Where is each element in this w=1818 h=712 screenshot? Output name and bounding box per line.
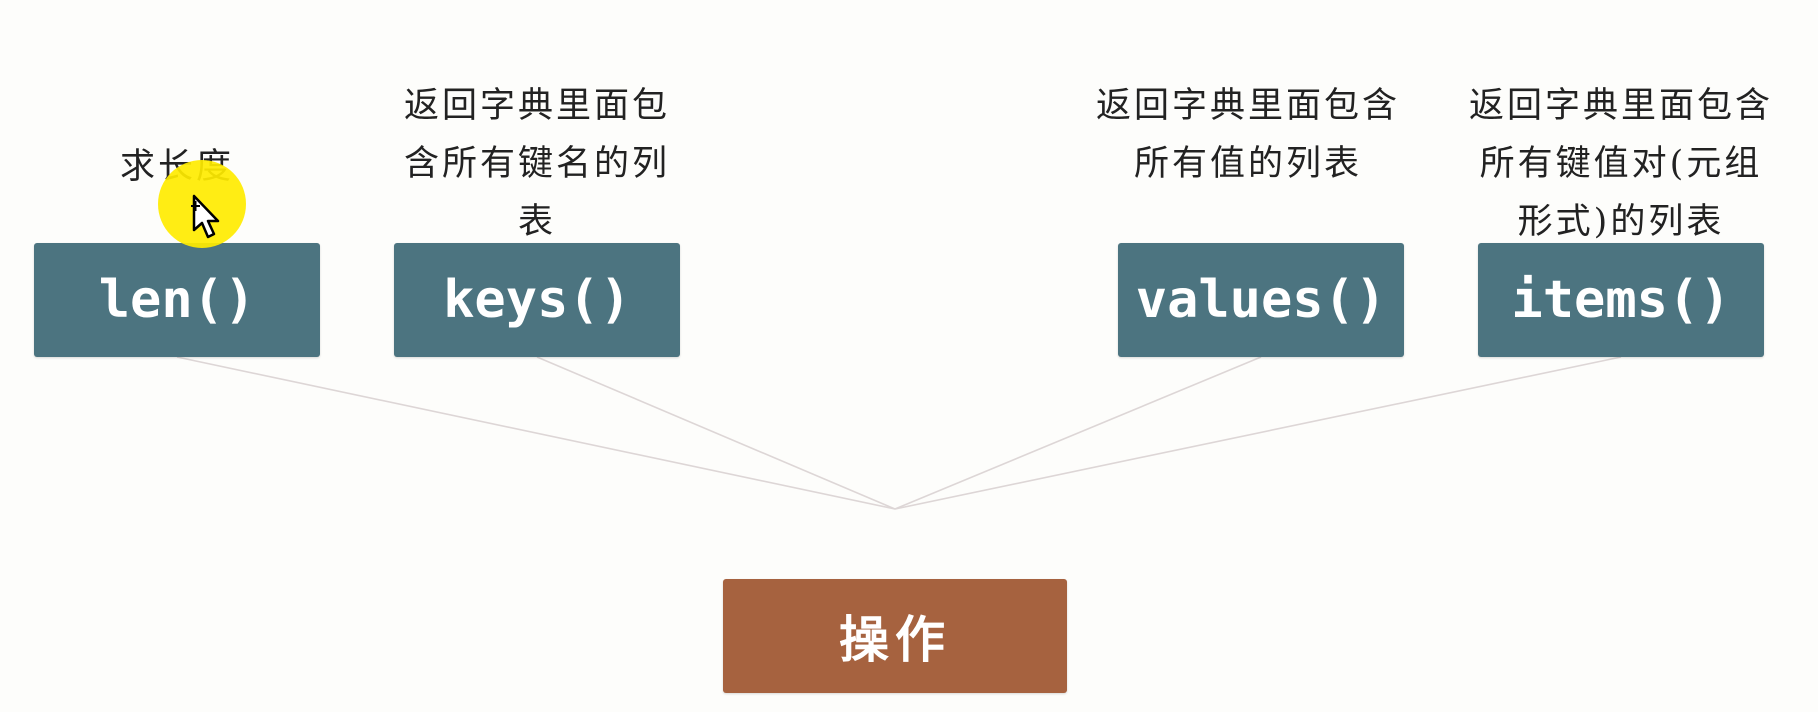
caption-items: 返回字典里面包含所有键值对(元组形式)的列表 [1468, 86, 1773, 242]
root-box-operations: 操作 [723, 579, 1067, 693]
method-box-keys: keys() [394, 243, 680, 357]
caption-values: 返回字典里面包含所有值的列表 [1095, 86, 1400, 184]
connector-items [894, 356, 1622, 510]
pointer-cursor-icon [191, 194, 220, 239]
method-box-values: values() [1118, 243, 1404, 357]
method-box-len: len() [34, 243, 320, 357]
method-box-items: items() [1478, 243, 1764, 357]
caption-keys: 返回字典里面包含所有键名的列表 [403, 86, 670, 242]
connector-keys [536, 356, 896, 510]
connector-len [176, 356, 896, 510]
connector-values [894, 356, 1262, 510]
